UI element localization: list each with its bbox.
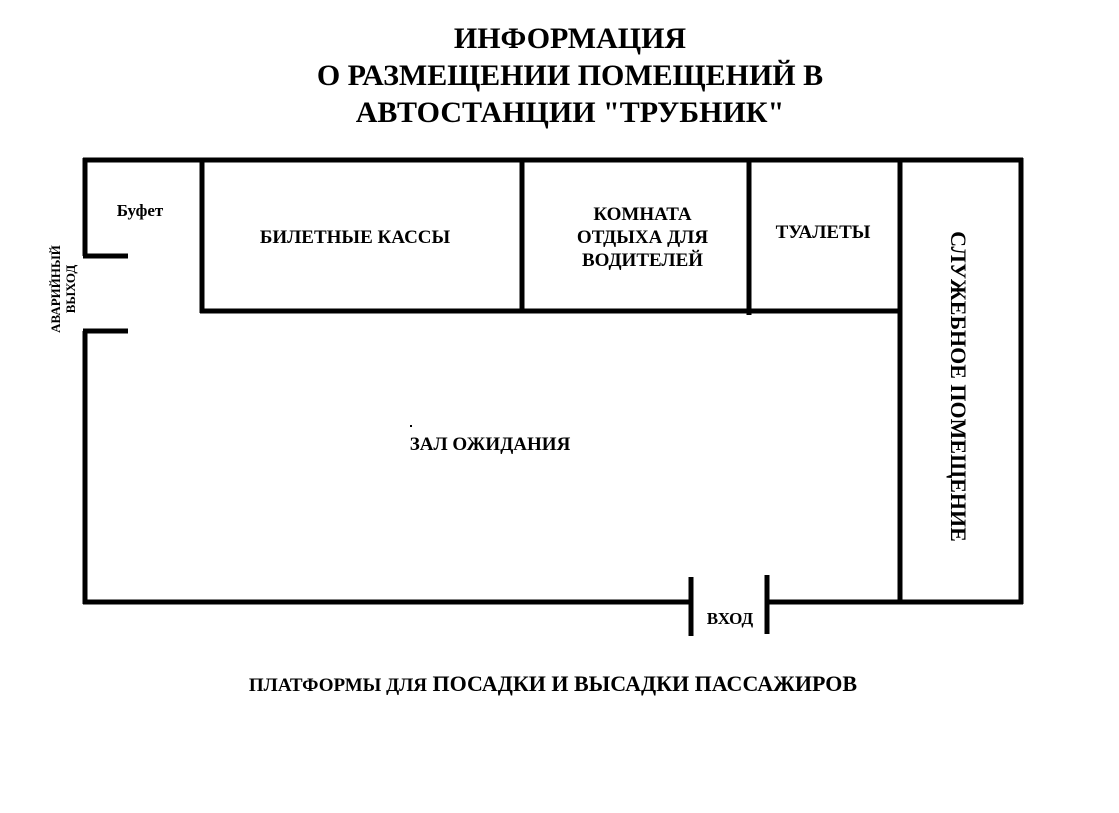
komnata-line-2: ОТДЫХА ДЛЯ <box>576 227 709 248</box>
emergency-exit-line-2: ВЫХОД <box>63 264 78 314</box>
komnata-line-3: ВОДИТЕЛЕЙ <box>581 250 704 271</box>
room-label-zal: ЗАЛ ОЖИДАНИЯ <box>409 434 571 455</box>
platforms-label-part-2: ПОСАДКИ И ВЫСАДКИ ПАССАЖИРОВ <box>432 671 858 696</box>
room-label-komnata: КОМНАТА ОТДЫХА ДЛЯ ВОДИТЕЛЕЙ <box>535 203 750 272</box>
emergency-exit-label: АВАРИЙНЫЙ ВЫХОД <box>48 234 78 344</box>
title-line-1: ИНФОРМАЦИЯ <box>453 22 687 55</box>
room-label-bufet: Буфет <box>116 201 164 220</box>
title-line-3: АВТОСТАНЦИИ "ТРУБНИК" <box>355 96 785 129</box>
komnata-line-1: КОМНАТА <box>593 204 692 225</box>
emergency-exit-line-1: АВАРИЙНЫЙ <box>48 245 63 333</box>
platforms-label: ПЛАТФОРМЫ ДЛЯ ПОСАДКИ И ВЫСАДКИ ПАССАЖИР… <box>163 670 943 700</box>
title-line-2: О РАЗМЕЩЕНИИ ПОМЕЩЕНИЙ В <box>316 59 824 92</box>
entrance-label: ВХОД <box>706 609 754 628</box>
room-label-kassy: БИЛЕТНЫЕ КАССЫ <box>259 227 451 248</box>
plan-title: ИНФОРМАЦИЯ О РАЗМЕЩЕНИИ ПОМЕЩЕНИЙ В АВТО… <box>0 20 1119 131</box>
platforms-label-part-1: ПЛАТФОРМЫ ДЛЯ <box>248 675 428 696</box>
stray-dot <box>410 425 412 427</box>
room-label-sluzhebnoe: СЛУЖЕБНОЕ ПОМЕЩЕНИЕ <box>946 231 971 542</box>
room-label-tualety: ТУАЛЕТЫ <box>775 222 871 243</box>
